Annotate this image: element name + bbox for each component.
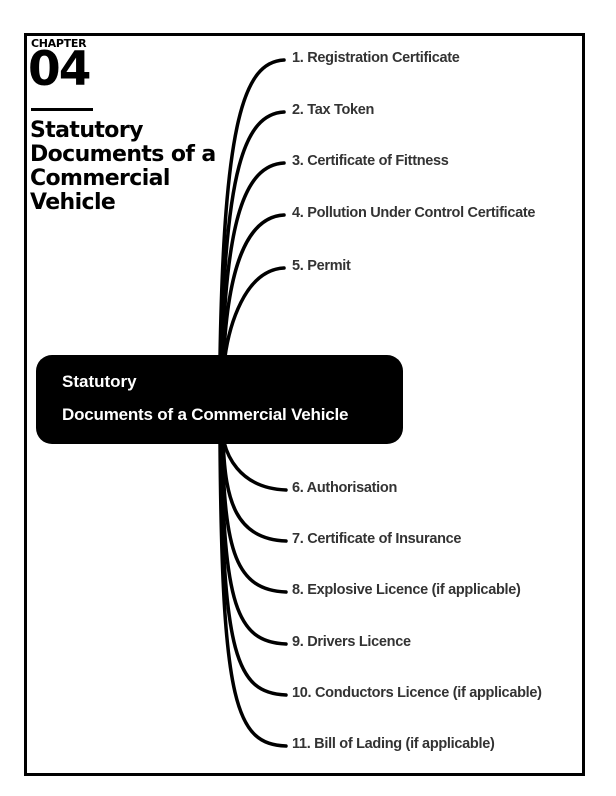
document-item: 4. Pollution Under Control Certificate [292, 205, 536, 221]
branch-connector [223, 266, 286, 360]
branch-connector [221, 440, 288, 543]
document-item: 7. Certificate of Insurance [292, 531, 462, 547]
branch-connector [219, 110, 286, 360]
chapter-title: Statutory Documents of a Commercial Vehi… [30, 119, 230, 215]
center-node [36, 355, 403, 444]
center-node-line2: Documents of a Commercial Vehicle [62, 405, 349, 424]
chapter-title-line: Documents of a [30, 142, 216, 167]
chapter-title-line: Commercial [30, 166, 170, 191]
document-item: 2. Tax Token [292, 102, 375, 118]
branch-connector [220, 440, 288, 594]
page-frame [24, 33, 585, 776]
document-item: 3. Certificate of Fittness [292, 153, 449, 169]
chapter-title-line: Statutory [30, 118, 143, 143]
document-item: 9. Drivers Licence [292, 634, 411, 650]
chapter-label: CHAPTER [31, 37, 87, 50]
branch-connector [222, 440, 288, 492]
document-item: 6. Authorisation [292, 480, 398, 496]
branch-connector [220, 161, 286, 360]
document-item: 11. Bill of Lading (if applicable) [292, 736, 495, 752]
branch-connector [218, 58, 286, 360]
document-item: 10. Conductors Licence (if applicable) [292, 685, 542, 701]
document-item: 8. Explosive Licence (if applicable) [292, 582, 521, 598]
document-item: 1. Registration Certificate [292, 50, 460, 66]
branch-connector [218, 440, 288, 748]
center-node-line1: Statutory [62, 372, 137, 391]
chapter-number: 04 [28, 42, 91, 97]
branch-connector [221, 213, 286, 360]
chapter-divider [31, 108, 93, 111]
chapter-title-line: Vehicle [30, 190, 116, 215]
document-item: 5. Permit [292, 258, 351, 274]
